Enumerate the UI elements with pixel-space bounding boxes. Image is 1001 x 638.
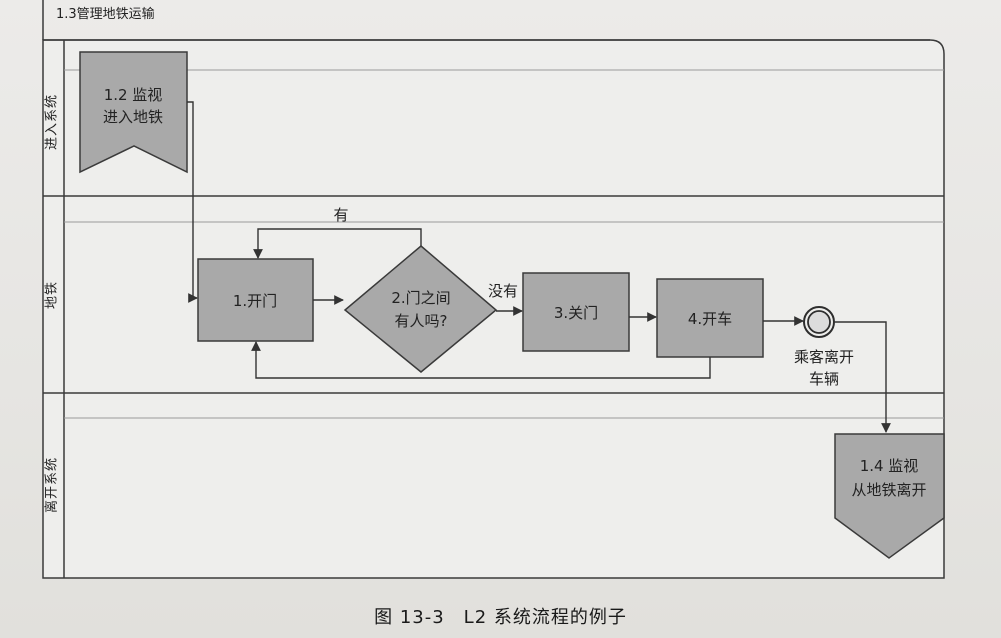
node-close-door-label: 3.关门 — [554, 304, 598, 322]
node-exit-monitor-line1: 1.4 监视 — [860, 457, 919, 475]
node-enter-monitor-line2: 进入地铁 — [103, 108, 163, 126]
node-decision-line2: 有人吗? — [395, 312, 448, 330]
edge-enter-to-open — [187, 101, 198, 303]
node-end-event-line1: 乘客离开 — [794, 348, 854, 366]
node-decision-line1: 2.门之间 — [391, 289, 450, 307]
node-drive-label: 4.开车 — [688, 310, 732, 328]
node-close-door: 3.关门 — [522, 272, 630, 352]
edge-label-yes: 有 — [333, 206, 348, 224]
edge-end-to-exit — [834, 321, 891, 433]
node-end-event: 乘客离开 车辆 — [794, 306, 854, 388]
node-decision: 2.门之间 有人吗? — [343, 245, 498, 373]
edge-decision-yes-loop — [253, 228, 422, 259]
node-exit-monitor: 1.4 监视 从地铁离开 — [834, 433, 945, 559]
node-drive: 4.开车 — [656, 278, 764, 358]
edge-drive-back-to-open — [251, 341, 711, 379]
lane-label-enter: 进入系统 — [45, 94, 60, 150]
node-open-door-label: 1.开门 — [233, 292, 277, 310]
pool-title: 1.3管理地铁运输 — [56, 6, 155, 22]
node-open-door: 1.开门 — [197, 258, 314, 342]
edge-label-no: 没有 — [488, 282, 518, 300]
node-enter-monitor-line1: 1.2 监视 — [104, 86, 163, 104]
node-enter-monitor: 1.2 监视 进入地铁 — [79, 51, 188, 174]
lane-label-exit: 离开系统 — [44, 457, 60, 513]
pool-title-tab — [42, 0, 930, 41]
figure-caption: 图 13-3 L2 系统流程的例子 — [374, 607, 627, 628]
node-exit-monitor-line2: 从地铁离开 — [851, 481, 926, 499]
lane-label-metro: 地铁 — [45, 281, 60, 309]
node-end-event-line2: 车辆 — [809, 370, 839, 388]
